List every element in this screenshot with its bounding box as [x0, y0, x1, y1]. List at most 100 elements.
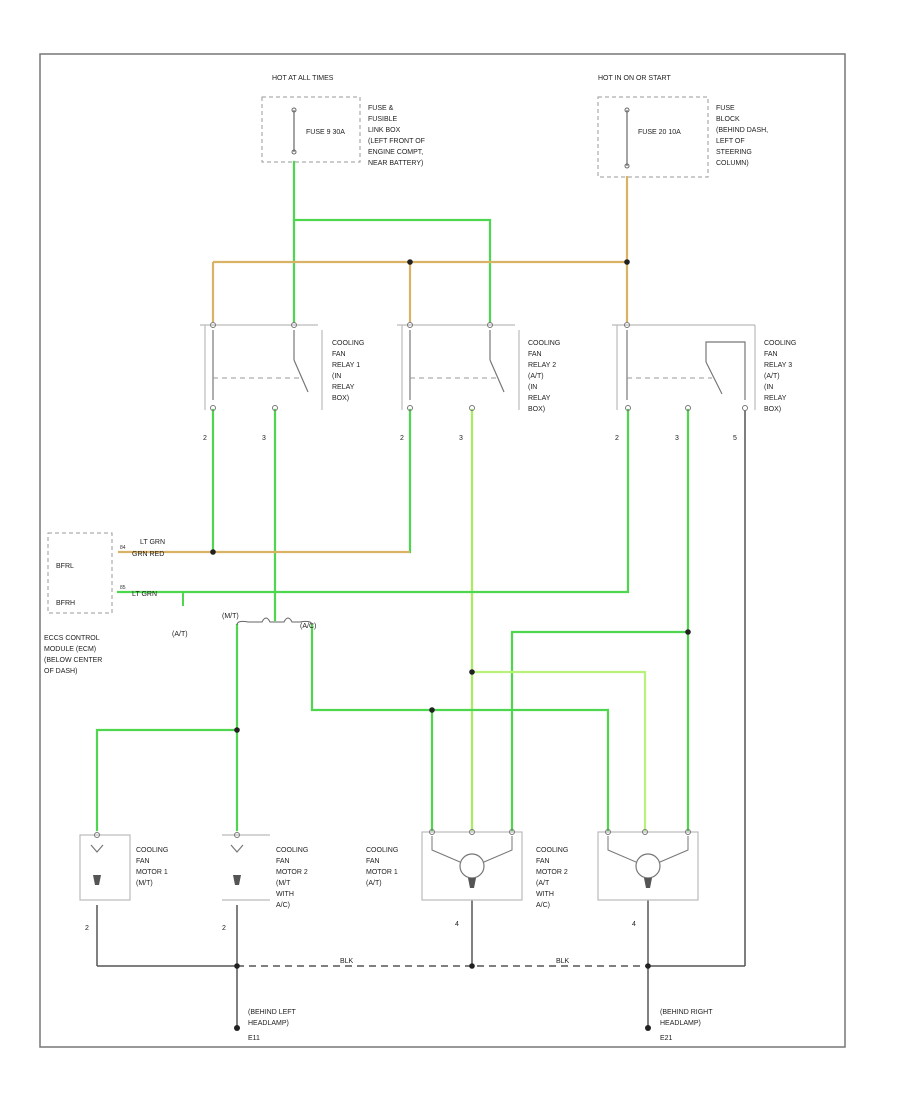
- relay-3-pin-number: 2: [615, 435, 619, 442]
- motor-2-at-lead: [659, 836, 689, 863]
- junction-node: [469, 963, 475, 969]
- fuse-left: HOT AT ALL TIMES FUSE 9 30A FUSE & FUSIB…: [261, 75, 425, 167]
- ground-bus-label: BLK: [340, 958, 354, 965]
- motor-name-line: (A/T): [366, 880, 382, 887]
- relay-2-pin-number: 2: [400, 435, 404, 442]
- ecm-pin-bfrh: BFRH: [56, 600, 75, 607]
- motor-2-mt-terminal: [233, 875, 241, 885]
- diagram-frame: [39, 53, 846, 1048]
- ground-bus-label: BLK: [556, 958, 570, 965]
- ground-left-desc: HEADLAMP): [248, 1020, 289, 1027]
- motor-1-mt-name: COOLING FAN MOTOR 1 (M/T): [136, 847, 168, 887]
- fuse-left-desc-line: ENGINE COMPT,: [368, 149, 423, 156]
- relay-3-name-line: (IN: [764, 384, 773, 391]
- fuse-left-terminal-top: [291, 107, 297, 113]
- relay-3-pin: [625, 405, 631, 411]
- relay-2-name-line: (IN: [528, 384, 537, 391]
- motor-2-mt-name: COOLING FAN MOTOR 2 (M/T WITH A/C): [276, 847, 308, 909]
- relay-3-name-line: RELAY 3: [764, 362, 792, 369]
- fuse-right-desc-line: STEERING: [716, 149, 752, 156]
- relay-2-name-line: RELAY: [528, 395, 551, 402]
- relay-3-name-line: RELAY: [764, 395, 787, 402]
- fuse-right-desc-line: (BEHIND DASH,: [716, 127, 768, 134]
- relay-2-pin: [407, 405, 413, 411]
- ecm-box: [47, 532, 113, 614]
- relay-1-pin: [291, 322, 297, 328]
- fuse-right-desc-line: LEFT OF: [716, 138, 745, 145]
- motor-name-line: COOLING: [136, 847, 168, 854]
- relay-3-name-line: BOX): [764, 406, 781, 413]
- fuse-right-terminal-top: [624, 107, 630, 113]
- motor-name-line: (A/T: [536, 880, 550, 887]
- motor-name-line: COOLING: [366, 847, 398, 854]
- motor-1-at-terminal: [468, 878, 476, 888]
- wire-label-lt-grn-2: LT GRN: [132, 591, 157, 598]
- relay-1-pin: [272, 405, 278, 411]
- relay-3-switch-arm: [705, 361, 723, 395]
- relay-3-name-line: COOLING: [764, 340, 796, 347]
- ground-right-id: E21: [660, 1035, 673, 1042]
- wire-ac: [310, 623, 610, 832]
- relay-3-pin: [624, 322, 630, 328]
- wire-label-lt-grn: LT GRN: [140, 539, 165, 546]
- motor-1-mt-terminal: [93, 875, 101, 885]
- motor-2-mt: 2 COOLING FAN MOTOR 2 (M/T WITH A/C): [222, 832, 308, 932]
- relay-2-pin: [407, 322, 413, 328]
- motor-2-at-name: COOLING FAN MOTOR 2 (A/T WITH A/C): [536, 847, 568, 909]
- ground-right: (BEHIND RIGHT HEADLAMP) E21: [645, 1009, 713, 1042]
- motor-2-at-box: [597, 831, 699, 901]
- fuse-right-desc: FUSE BLOCK (BEHIND DASH, LEFT OF STEERIN…: [716, 105, 768, 167]
- ecm-pin-number: 84: [120, 545, 126, 551]
- fuse-right-desc-line: BLOCK: [716, 116, 740, 123]
- fuse-right-desc-line: FUSE: [716, 105, 735, 112]
- junction-node: [429, 707, 435, 713]
- relay-3: 2 3 5 COOLING FAN RELAY 3 (A/T) (IN RELA…: [612, 322, 796, 442]
- relay-2-name-line: BOX): [528, 406, 545, 413]
- ecm-desc-line: OF DASH): [44, 668, 77, 675]
- motor-1-at-lead: [431, 836, 461, 863]
- motor-pin-number: 2: [85, 925, 89, 932]
- motor-name-line: MOTOR 2: [536, 869, 568, 876]
- relay-2-outline: [397, 324, 520, 410]
- fuse-left-desc-line: FUSE &: [368, 105, 394, 112]
- motor-name-line: WITH: [276, 891, 294, 898]
- motor-2-at-pin: [685, 829, 691, 835]
- ecm-desc: ECCS CONTROL MODULE (ECM) (BELOW CENTER …: [44, 635, 102, 675]
- fuse-right-rating: FUSE 20 10A: [638, 129, 681, 136]
- junction-node: [645, 963, 651, 969]
- fuse-left-desc-line: LINK BOX: [368, 127, 401, 134]
- ecm-desc-line: ECCS CONTROL: [44, 635, 100, 642]
- motor-1-at-lead: [483, 836, 513, 863]
- motor-2-mt-symbol: [230, 844, 244, 853]
- motor-name-line: WITH: [536, 891, 554, 898]
- ecm-pin-bfrl: BFRL: [56, 563, 74, 570]
- fuse-left-terminal-bottom: [291, 149, 297, 155]
- fuse-left-hot-label: HOT AT ALL TIMES: [272, 75, 334, 82]
- wires-tan: [118, 176, 629, 554]
- motor-1-mt-pin: [94, 832, 100, 838]
- ground-left: (BEHIND LEFT HEADLAMP) E11: [234, 1009, 297, 1042]
- ecm-desc-line: MODULE (ECM): [44, 646, 96, 653]
- wire-label-mt: (M/T): [222, 613, 239, 620]
- relay-2-name-line: (A/T): [528, 373, 544, 380]
- motor-1-at-symbol: [459, 853, 485, 879]
- relay-3-name-line: FAN: [764, 351, 778, 358]
- motor-name-line: MOTOR 1: [366, 869, 398, 876]
- relay-1-name: COOLING FAN RELAY 1 (IN RELAY BOX): [332, 340, 364, 402]
- relay-1-name-line: RELAY: [332, 384, 355, 391]
- wire-relay2-branch: [470, 670, 647, 832]
- relay-3-pin: [742, 405, 748, 411]
- relay-3-pin: [685, 405, 691, 411]
- motor-pin-number: 4: [632, 921, 636, 928]
- relay-3-name: COOLING FAN RELAY 3 (A/T) (IN RELAY BOX): [764, 340, 796, 413]
- motor-1-mt: 2 COOLING FAN MOTOR 1 (M/T): [79, 832, 168, 932]
- relay-3-contact: [705, 341, 746, 400]
- motor-2-mt-box: [222, 834, 270, 901]
- relay-1-name-line: RELAY 1: [332, 362, 360, 369]
- junction-node: [234, 727, 240, 733]
- ground-right-desc: (BEHIND RIGHT: [660, 1009, 713, 1016]
- motor-2-at-symbol: [635, 853, 661, 879]
- option-crossover: [236, 617, 313, 626]
